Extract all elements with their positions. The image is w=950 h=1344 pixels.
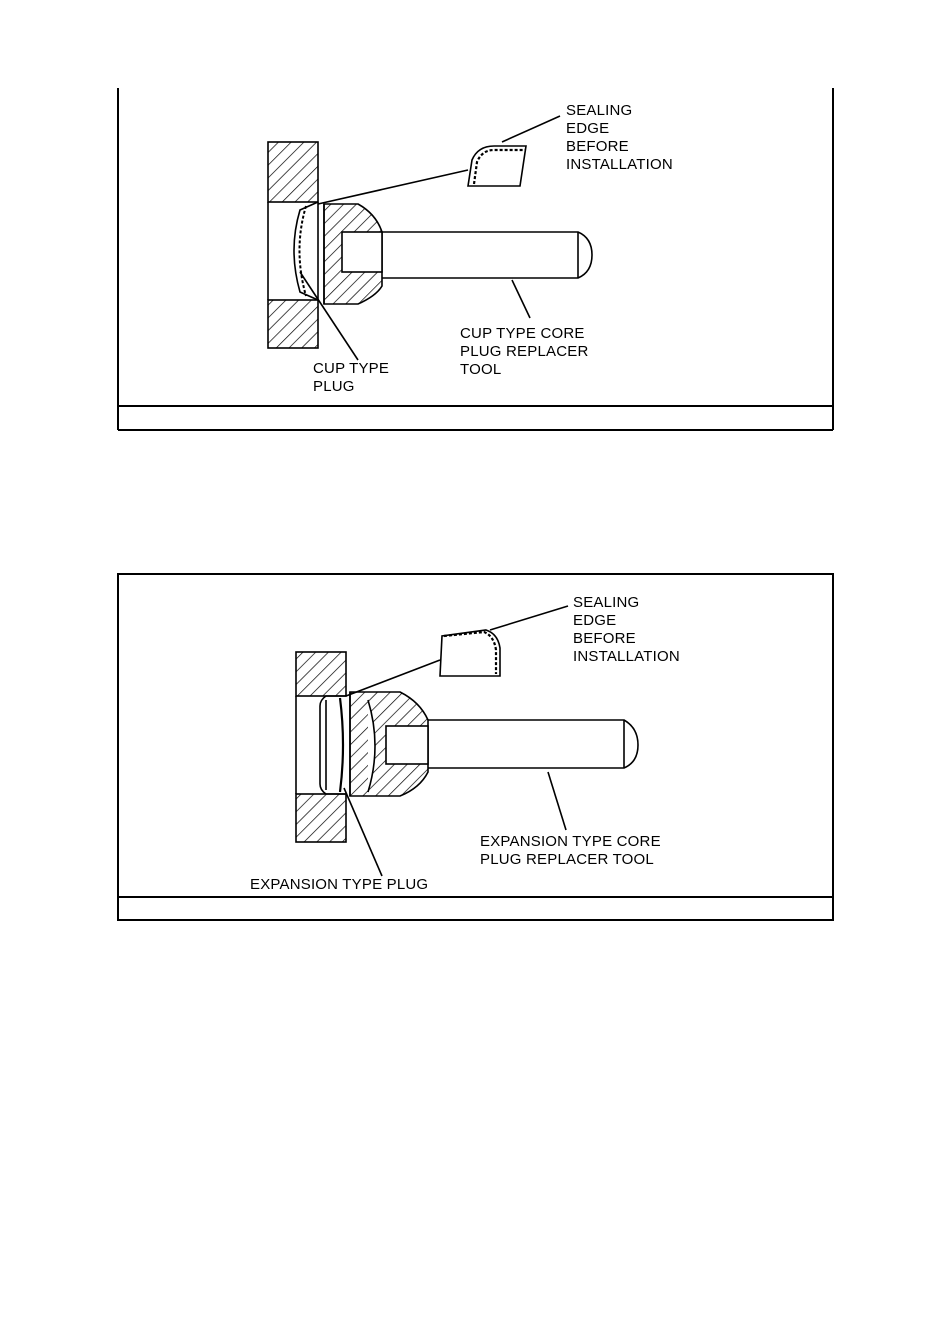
engine-block-section: [268, 142, 318, 348]
cup-type-plug-shape: [294, 202, 318, 300]
figure-frame: [118, 88, 833, 430]
expansion-type-plug-shape: [320, 696, 346, 794]
figure-expansion-type-plug: SEALING EDGE BEFORE INSTALLATION EXPANSI…: [118, 574, 833, 920]
sealing-edge-label: SEALING EDGE BEFORE INSTALLATION: [566, 102, 673, 173]
cup-type-plug-label: CUP TYPE PLUG: [313, 360, 393, 395]
engine-block-section: [296, 652, 346, 842]
expansion-tool-label: EXPANSION TYPE CORE PLUG REPLACER TOOL: [480, 833, 665, 868]
expansion-plug-replacer-tool: [350, 692, 638, 796]
cup-tool-label: CUP TYPE CORE PLUG REPLACER TOOL: [460, 325, 593, 378]
figure-frame: [118, 574, 833, 920]
expansion-type-plug-label: EXPANSION TYPE PLUG: [250, 876, 428, 893]
sealing-edge-detail: [440, 630, 500, 676]
figure-cup-type-plug: SEALING EDGE BEFORE INSTALLATION CUP TYP…: [118, 88, 833, 430]
sealing-edge-detail: [468, 146, 526, 186]
cup-plug-replacer-tool: [324, 204, 592, 304]
sealing-edge-label: SEALING EDGE BEFORE INSTALLATION: [573, 594, 680, 665]
